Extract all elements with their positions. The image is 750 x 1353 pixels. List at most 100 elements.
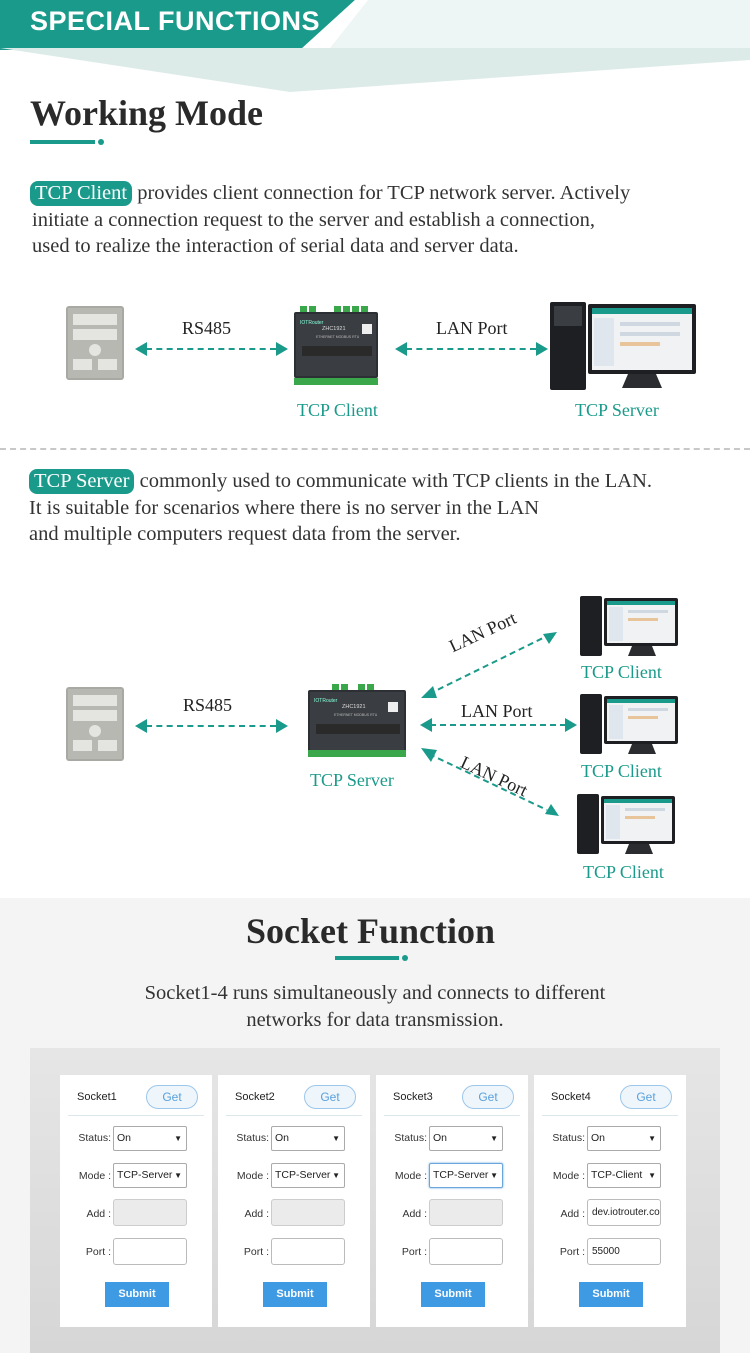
add-input[interactable]: dev.iotrouter.com [587, 1199, 661, 1226]
port-input[interactable]: 55000 [587, 1238, 661, 1265]
add-label: Add : [86, 1208, 111, 1220]
rs485-label: RS485 [182, 318, 232, 338]
pc-icon [577, 794, 675, 854]
socket-desc-line2: networks for data transmission. [246, 1008, 504, 1031]
get-button[interactable]: Get [462, 1085, 514, 1109]
tcp-client-pc-label-3: TCP Client [583, 862, 664, 882]
rs485-label: RS485 [183, 695, 233, 715]
svg-text:IOTRouter: IOTRouter [300, 320, 324, 326]
mode-value: TCP-Server [117, 1169, 173, 1181]
socket-description: Socket1-4 runs simultaneously and connec… [0, 980, 750, 1033]
device-sub-text: ETHERNET MODBUS RTU [316, 335, 360, 339]
tcp-server-device-label: TCP Server [310, 770, 394, 790]
dropdown-caret-icon: ▼ [174, 1134, 182, 1143]
arrow-right-icon [565, 718, 577, 732]
mode-select[interactable]: TCP-Server▼ [113, 1163, 187, 1188]
status-select[interactable]: On▼ [113, 1126, 187, 1151]
dropdown-caret-icon: ▼ [332, 1134, 340, 1143]
device-model-text: ZHC1921 [342, 704, 366, 710]
card-divider [542, 1115, 678, 1116]
arrow-right-icon [276, 719, 288, 733]
get-button[interactable]: Get [620, 1085, 672, 1109]
mode-select[interactable]: TCP-Server▼ [429, 1163, 503, 1188]
status-label: Status: [78, 1132, 111, 1144]
arrow-left-icon [135, 719, 147, 733]
lan-port-label-mid: LAN Port [461, 701, 533, 721]
dropdown-caret-icon: ▼ [490, 1171, 498, 1180]
heading-underline [30, 139, 110, 145]
get-button[interactable]: Get [146, 1085, 198, 1109]
device-icon: IOTRouter ZHC1921 ETHERNET MODBUS RTU [294, 306, 378, 385]
socket-desc-line1: Socket1-4 runs simultaneously and connec… [144, 982, 606, 1004]
arrow-left-icon [420, 718, 432, 732]
mode-select[interactable]: TCP-Client ▼ [587, 1163, 661, 1188]
tcp-client-device-label: TCP Client [297, 400, 378, 420]
status-value: On [275, 1132, 290, 1144]
dropdown-caret-icon: ▼ [648, 1171, 656, 1180]
lan-link [430, 724, 566, 726]
rs485-link [146, 348, 276, 350]
port-label: Port : [401, 1246, 427, 1258]
mode-label: Mode : [552, 1170, 585, 1182]
tcp-client-tag: TCP Client [30, 181, 133, 206]
tcp-server-pc-label: TCP Server [575, 400, 659, 420]
pc-icon [550, 302, 696, 390]
serial-device-icon [66, 306, 124, 380]
mode-value: TCP-Server [433, 1169, 489, 1181]
submit-button[interactable]: Submit [263, 1282, 327, 1307]
port-label: Port : [85, 1246, 111, 1258]
working-mode-heading: Working Mode [30, 93, 264, 133]
submit-button[interactable]: Submit [579, 1282, 643, 1307]
add-input[interactable] [429, 1199, 503, 1226]
submit-button[interactable]: Submit [105, 1282, 169, 1307]
rs485-link [146, 725, 276, 727]
device-model-text: ZHC1921 [322, 326, 346, 332]
status-select[interactable]: On ▼ [271, 1126, 345, 1151]
mode-label: Mode : [236, 1170, 269, 1182]
tcp-client-pc-label-2: TCP Client [581, 761, 662, 781]
get-button[interactable]: Get [304, 1085, 356, 1109]
add-input[interactable] [113, 1199, 187, 1226]
lan-link [406, 348, 536, 350]
socket-title: Socket1 [77, 1091, 117, 1103]
add-label: Add : [560, 1208, 585, 1220]
status-label: Status: [552, 1132, 585, 1144]
mode-value: TCP-Client [591, 1169, 643, 1181]
add-label: Add : [402, 1208, 427, 1220]
arrow-left-icon [395, 342, 407, 356]
port-input[interactable] [429, 1238, 503, 1265]
tcp-server-description: TCP Server commonly used to communicate … [29, 468, 652, 548]
status-label: Status: [236, 1132, 269, 1144]
add-label: Add : [244, 1208, 269, 1220]
tcp-server-tag: TCP Server [29, 469, 135, 494]
port-input[interactable] [113, 1238, 187, 1265]
lan-port-label: LAN Port [436, 318, 508, 338]
submit-button[interactable]: Submit [421, 1282, 485, 1307]
status-label: Status: [394, 1132, 427, 1144]
status-select[interactable]: On▼ [429, 1126, 503, 1151]
socket-title: Socket2 [235, 1091, 275, 1103]
arrow-right-icon [276, 342, 288, 356]
banner-title: SPECIAL FUNCTIONS [30, 6, 321, 36]
status-select[interactable]: On ▼ [587, 1126, 661, 1151]
server-line1: commonly used to communicate with TCP cl… [134, 470, 653, 492]
mode-label: Mode : [394, 1170, 427, 1182]
arrow-left-icon [135, 342, 147, 356]
device-sub-text: ETHERNET MODBUS RTU [334, 713, 378, 717]
port-label: Port : [559, 1246, 585, 1258]
mode-label: Mode : [78, 1170, 111, 1182]
card-divider [68, 1115, 204, 1116]
mode-select[interactable]: TCP-Server▼ [271, 1163, 345, 1188]
dropdown-caret-icon: ▼ [648, 1134, 656, 1143]
status-value: On [591, 1132, 606, 1144]
arrow-right-icon [536, 342, 548, 356]
tcp-client-pc-label-1: TCP Client [581, 662, 662, 682]
port-input[interactable] [271, 1238, 345, 1265]
server-line3: and multiple computers request data from… [29, 523, 461, 545]
pc-icon [580, 694, 678, 754]
add-input[interactable] [271, 1199, 345, 1226]
